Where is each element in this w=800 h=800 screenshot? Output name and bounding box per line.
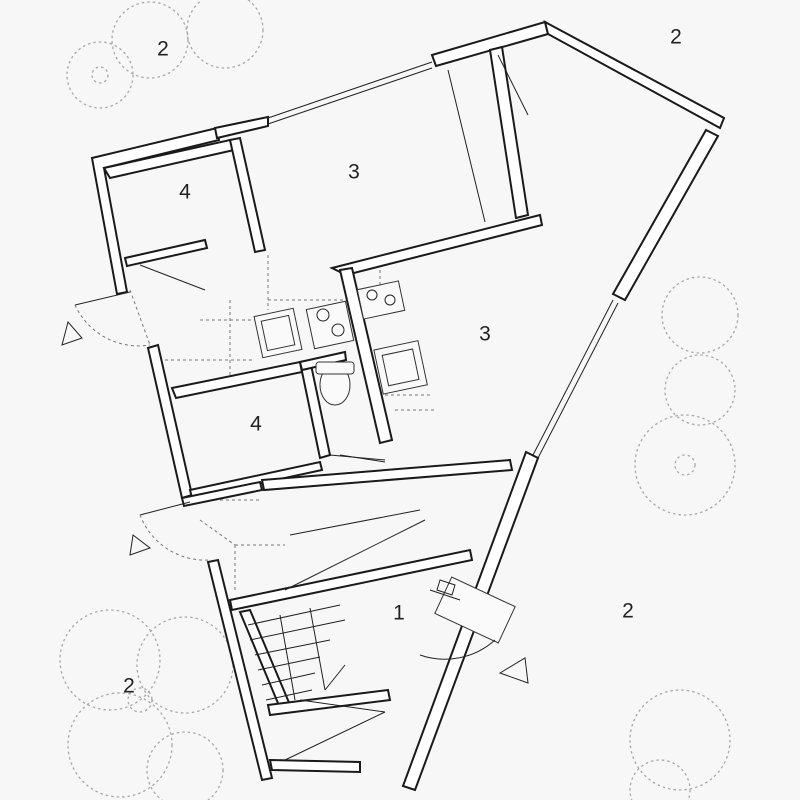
wall-living-front [260, 458, 514, 492]
walls [90, 20, 726, 792]
label-garden-top-right: 2 [670, 26, 682, 49]
wall-diagonal-top [543, 20, 726, 130]
tree-right [634, 276, 739, 516]
entry-markers [61, 320, 529, 684]
wall-kitchen-left [338, 266, 394, 445]
wall-stair-bottom [266, 688, 392, 717]
doors [74, 291, 516, 660]
label-room-upper-center: 3 [348, 161, 360, 184]
wall-lower-left [146, 343, 194, 500]
wall-right-upper [611, 128, 720, 302]
entry-arrow-icon [61, 320, 83, 346]
entry-door-frame [434, 576, 516, 644]
wall-entry-left [206, 558, 274, 782]
wall-r4-bottom [123, 238, 209, 268]
tree-bottom-left [59, 609, 234, 800]
label-room-lower-left: 4 [250, 413, 262, 436]
wall-room3-bottom [329, 213, 544, 277]
tree-top-left [66, 0, 264, 109]
label-garden-right: 2 [622, 600, 634, 623]
label-living-center: 3 [479, 323, 491, 346]
fixtures [139, 54, 529, 761]
staircase [247, 604, 346, 701]
cooktop-left [305, 300, 355, 350]
wall-r4-lower-top [170, 360, 304, 400]
cooktop-right [356, 280, 406, 320]
wall-entry-bottom [268, 758, 361, 774]
tree-bottom-right [629, 689, 731, 800]
wall-top-right [430, 20, 550, 68]
wall-r4-right [228, 136, 267, 254]
label-room-upper-left: 4 [179, 181, 191, 204]
wall-room3-right [488, 45, 530, 220]
wall-entry-top [228, 548, 474, 612]
label-garden-bottom-left: 2 [123, 675, 135, 698]
entry-arrow-icon [129, 534, 152, 556]
wall-upper-top-a [213, 115, 269, 140]
room-labels: 2 2 2 2 4 3 3 4 1 [123, 26, 682, 698]
entry-arrow-icon [498, 657, 529, 684]
label-entry-room: 1 [393, 602, 405, 625]
label-garden-top-left: 2 [157, 38, 169, 61]
wall-bath-top [298, 350, 348, 372]
